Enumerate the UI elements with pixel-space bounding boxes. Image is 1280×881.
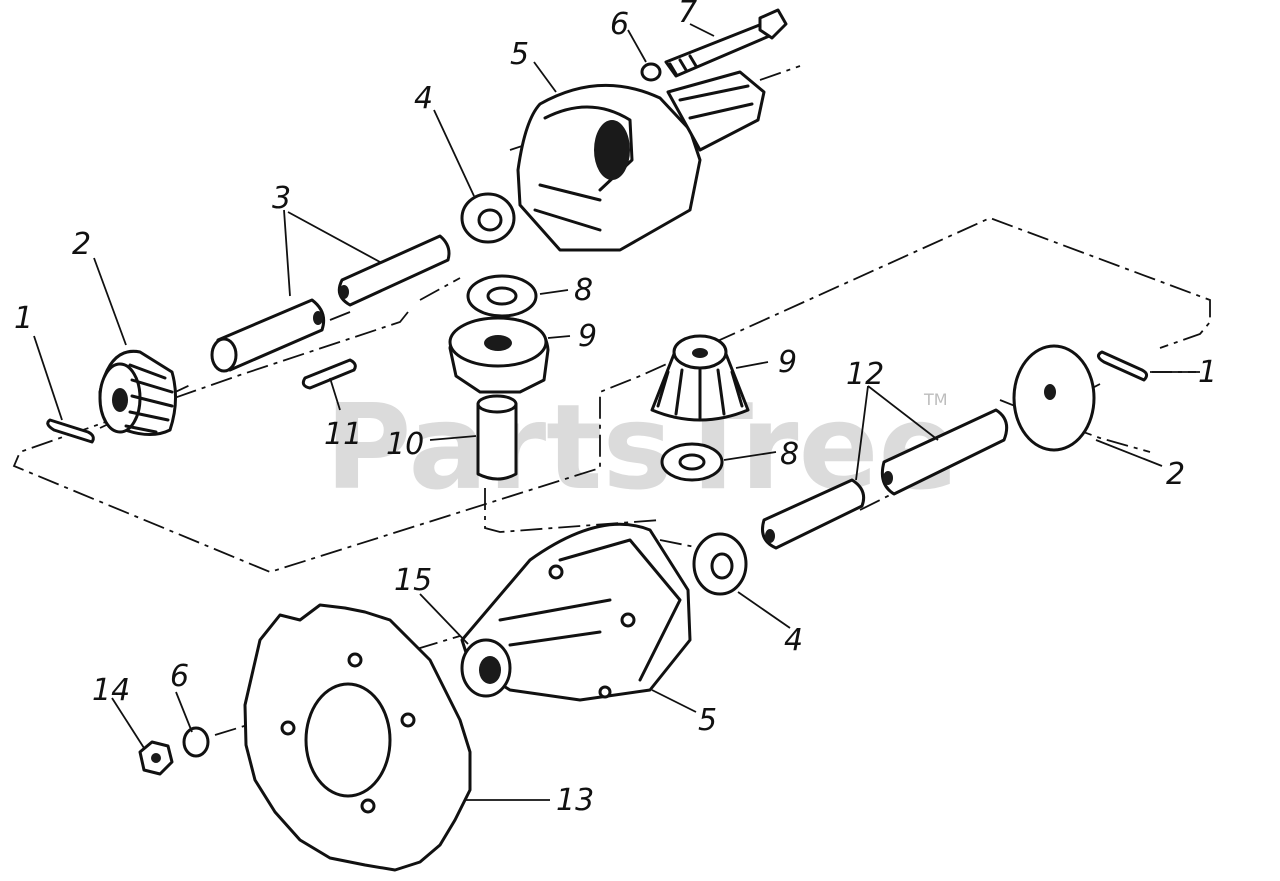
part-6-lockwasher-lower <box>182 726 210 758</box>
part-3-axle-shafts-left <box>210 234 451 373</box>
callout-12: 12 <box>846 357 884 392</box>
part-8-washer-upper <box>466 274 538 318</box>
callout-8-lower: 8 <box>780 437 799 472</box>
callout-8-upper: 8 <box>574 273 593 308</box>
part-4-washer-upper <box>460 192 516 244</box>
part-6-lockwasher-upper <box>640 62 662 82</box>
callout-11: 11 <box>324 417 362 452</box>
callout-5-lower: 5 <box>698 703 717 738</box>
part-11-pin <box>301 358 357 390</box>
part-12-axle-shafts-right <box>761 408 1009 550</box>
part-9-pinion-gear-upper <box>448 316 550 394</box>
callout-4-upper: 4 <box>414 81 433 116</box>
callout-14: 14 <box>92 673 130 708</box>
part-14-nut <box>138 740 174 776</box>
callout-15: 15 <box>394 563 432 598</box>
callout-2-right: 2 <box>1166 457 1185 492</box>
part-4-washer-lower <box>692 532 748 596</box>
callout-2-left: 2 <box>72 227 91 262</box>
callout-3: 3 <box>272 181 291 216</box>
part-15-axle-tube-hub <box>460 638 512 698</box>
part-7-bolt <box>664 8 788 78</box>
part-2-bevel-gear-right <box>1012 344 1096 452</box>
callout-1-left: 1 <box>14 301 33 336</box>
callout-5-upper: 5 <box>510 37 529 72</box>
callout-6-lower: 6 <box>170 659 189 694</box>
part-8-washer-lower <box>660 442 724 482</box>
part-1-pin-left <box>46 418 95 444</box>
part-5-housing-upper <box>516 70 766 252</box>
callout-4-lower: 4 <box>784 623 803 658</box>
callout-1-right: 1 <box>1198 355 1217 390</box>
callout-9-upper: 9 <box>578 319 597 354</box>
part-2-bevel-gear-left <box>98 349 177 436</box>
part-13-sprocket <box>243 603 472 872</box>
part-5-housing-lower <box>460 522 692 702</box>
callout-7: 7 <box>678 0 697 30</box>
watermark-trademark: TM <box>923 390 948 409</box>
callout-labels: 1 1 2 2 3 4 4 5 5 6 6 7 8 8 9 9 10 11 12… <box>14 0 1217 818</box>
part-9-bevel-pinion-lower <box>650 334 750 422</box>
callout-9-lower: 9 <box>778 345 797 380</box>
callout-13: 13 <box>556 783 594 818</box>
callout-6-upper: 6 <box>610 7 629 42</box>
part-1-pin-right <box>1097 350 1149 382</box>
leader-lines <box>33 23 1196 801</box>
callout-10: 10 <box>386 427 424 462</box>
part-10-pinion-shaft <box>476 394 518 481</box>
